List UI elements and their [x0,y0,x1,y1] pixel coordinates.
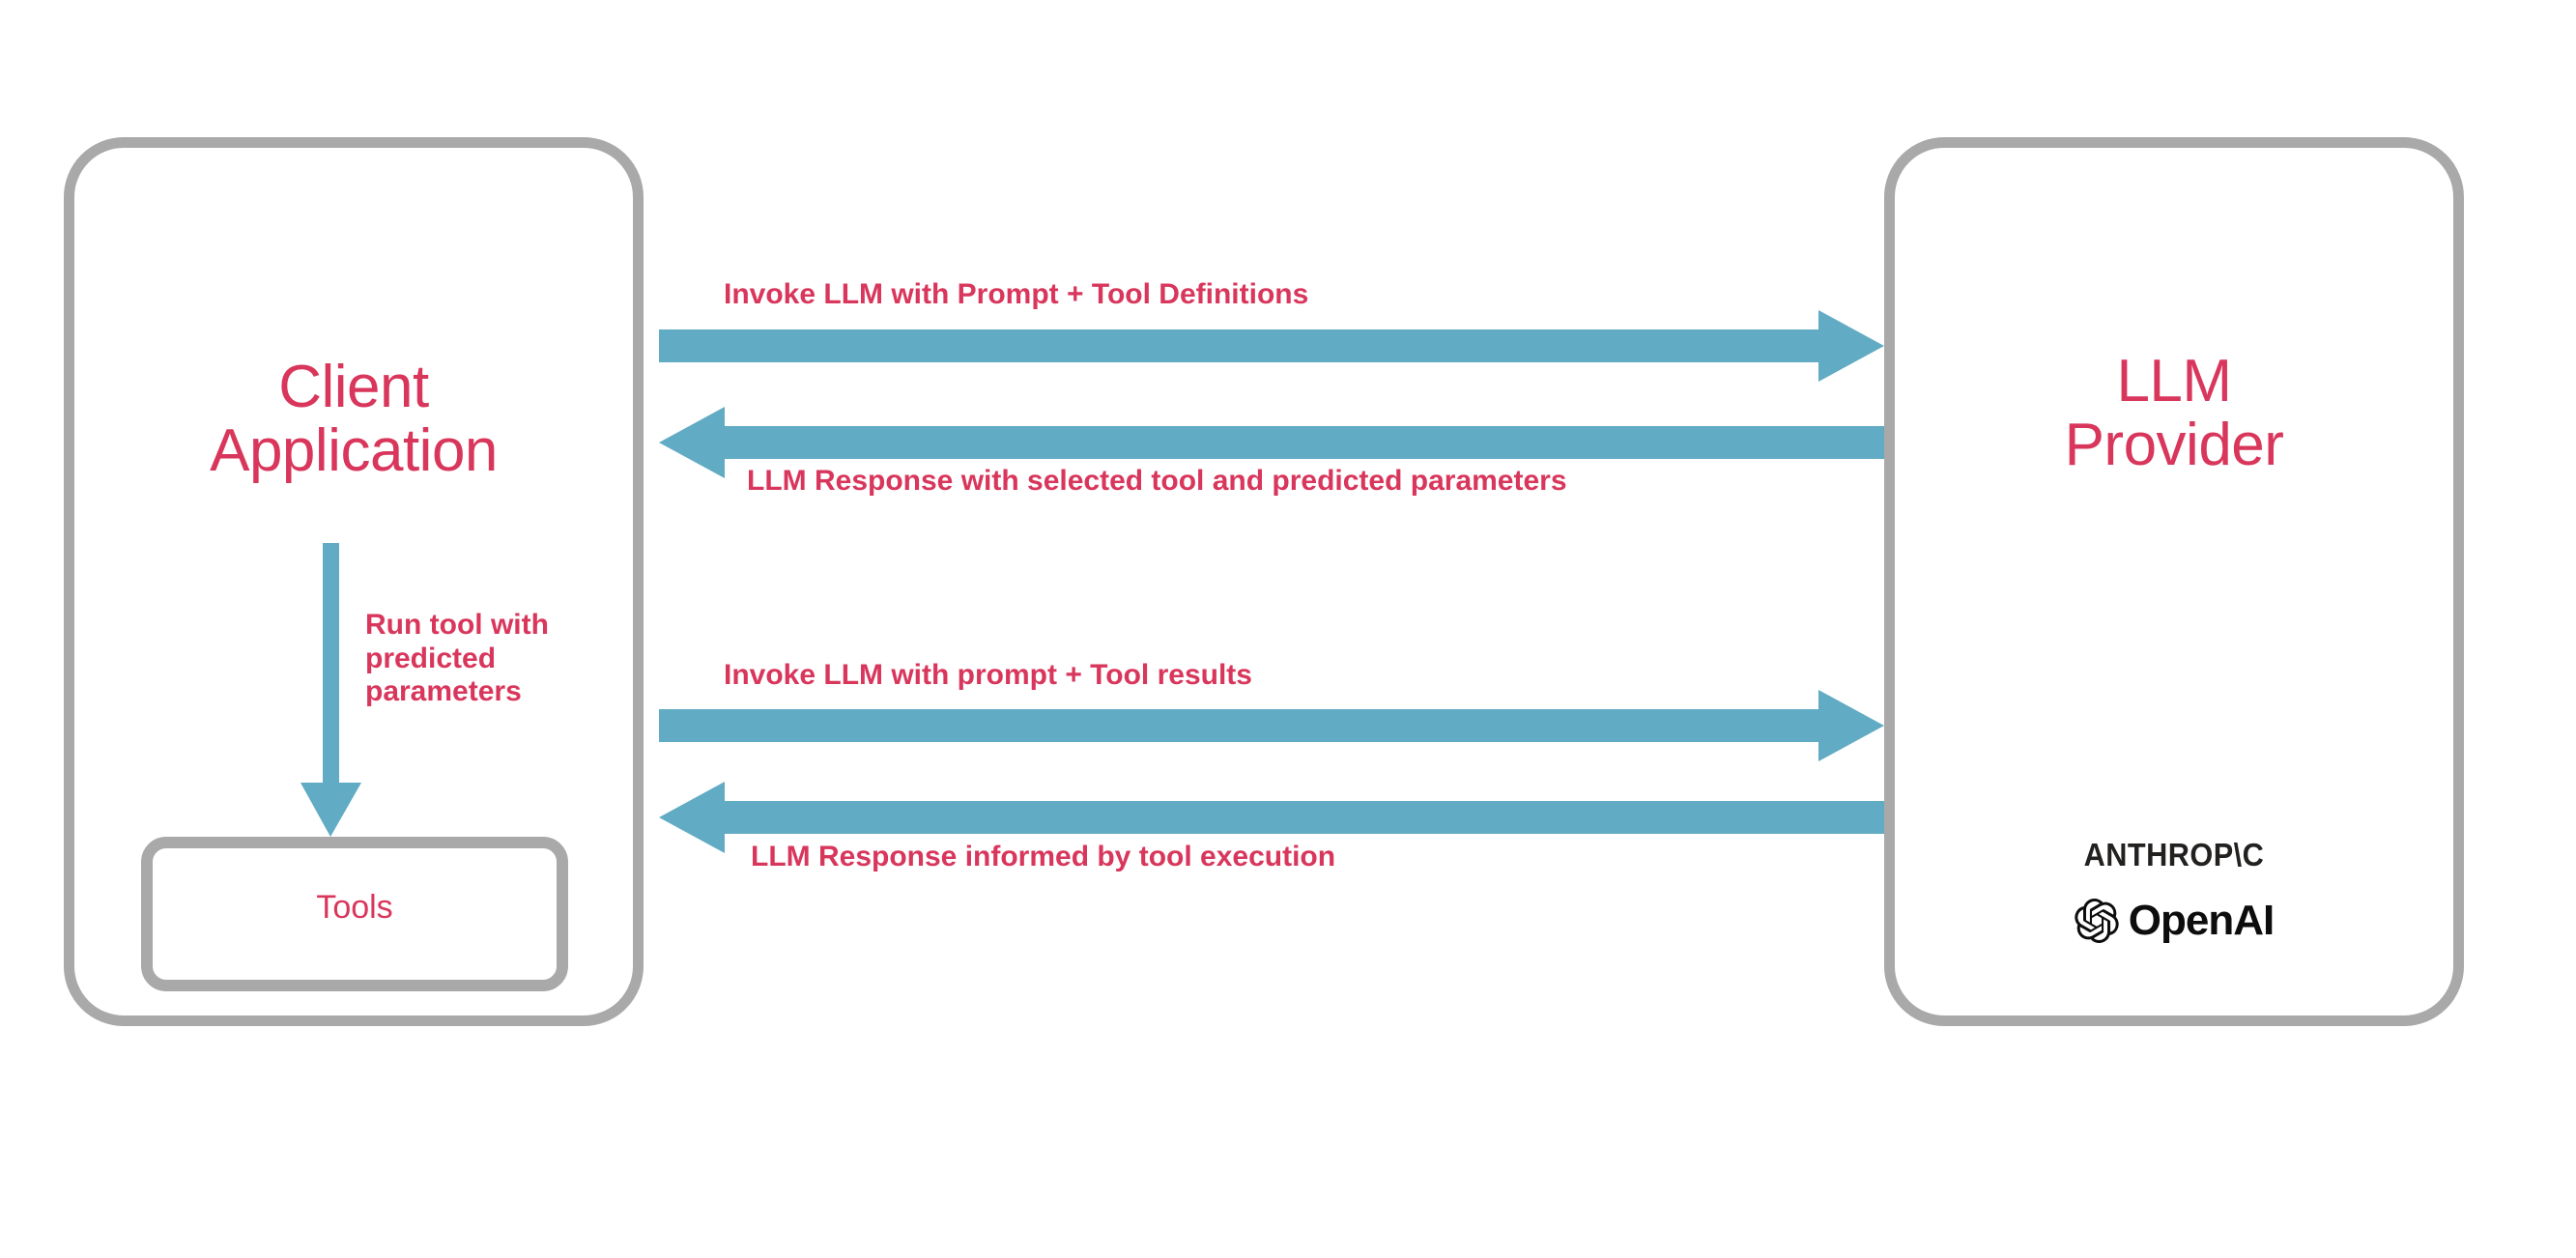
arrow-label-response-2: LLM Response informed by tool execution [751,841,1336,872]
openai-wordmark: OpenAI [2128,897,2275,944]
tools-label: Tools [316,889,393,926]
openai-knot-icon [2075,899,2119,943]
openai-logo: OpenAI [1913,899,2435,943]
llm-provider-box [1884,137,2464,1026]
arrow-invoke-1 [659,310,1884,382]
arrow-label-invoke-1: Invoke LLM with Prompt + Tool Definition… [724,278,1309,310]
tools-box [141,837,568,991]
arrow-invoke-2 [659,690,1884,761]
client-application-label: Client Application [210,354,498,484]
arrow-label-run-tool: Run tool with predicted parameters [365,609,549,707]
arrow-label-invoke-2: Invoke LLM with prompt + Tool results [724,659,1252,691]
arrow-label-response-1: LLM Response with selected tool and pred… [747,465,1567,497]
llm-provider-label: LLM Provider [2064,348,2284,478]
anthropic-logo: ANTHROP\C [2083,837,2265,872]
